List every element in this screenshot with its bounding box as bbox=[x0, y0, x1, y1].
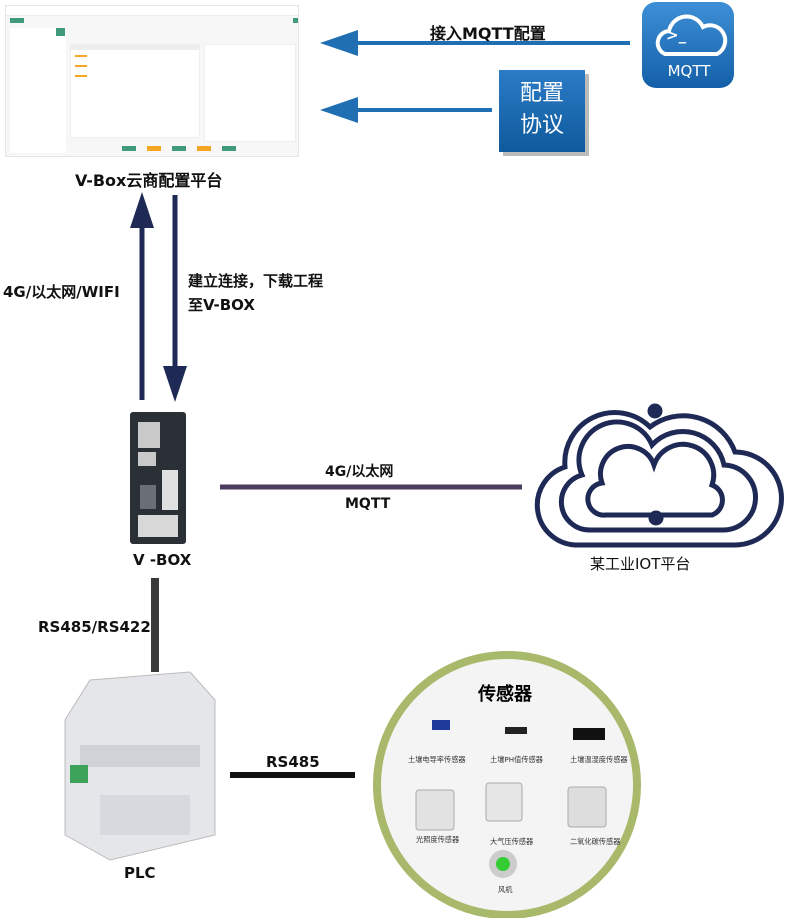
iot-link-bottom: MQTT bbox=[345, 496, 391, 512]
iot-link-top: 4G/以太网 bbox=[325, 464, 394, 480]
plc-device bbox=[64, 671, 216, 861]
plc-caption: PLC bbox=[124, 864, 156, 882]
platform-screenshot bbox=[5, 5, 299, 157]
action-button[interactable] bbox=[147, 146, 161, 151]
sidebar bbox=[10, 28, 66, 153]
download-arrow bbox=[163, 195, 187, 402]
sensor-label: 大气压传感器 bbox=[490, 838, 534, 847]
sensor-label: 风机 bbox=[498, 886, 513, 895]
rs485-label: RS485 bbox=[266, 753, 320, 771]
mqtt-app-icon bbox=[642, 2, 734, 88]
mqtt-arrow bbox=[320, 30, 630, 56]
iot-platform-caption: 某工业IOT平台 bbox=[590, 555, 691, 573]
terminal-glyph: >_ bbox=[666, 26, 687, 44]
action-button[interactable] bbox=[172, 146, 186, 151]
downlink-line1: 建立连接，下载工程 bbox=[188, 272, 324, 290]
uplink-label: 4G/以太网/WIFI bbox=[3, 283, 120, 301]
protocol-box bbox=[499, 70, 589, 156]
mqtt-icon-text: MQTT bbox=[667, 62, 711, 80]
downlink-line2: 至V-BOX bbox=[188, 296, 255, 314]
sensor-images bbox=[415, 720, 607, 878]
iot-cloud-icon bbox=[534, 403, 784, 548]
protocol-box-text: 配置 协议 bbox=[499, 78, 585, 142]
platform-caption: V-Box云商配置平台 bbox=[75, 171, 223, 190]
top-nav bbox=[6, 6, 298, 16]
action-button[interactable] bbox=[197, 146, 211, 151]
vbox-caption: V -BOX bbox=[133, 551, 192, 569]
sensors-title: 传感器 bbox=[478, 684, 532, 705]
protocol-line2: 协议 bbox=[519, 113, 564, 138]
action-button[interactable] bbox=[222, 146, 236, 151]
action-button[interactable] bbox=[122, 146, 136, 151]
sensor-label: 土壤温湿度传感器 bbox=[570, 756, 628, 765]
sensor-label: 二氧化碳传感器 bbox=[570, 838, 621, 847]
add-button[interactable] bbox=[10, 18, 24, 23]
sensor-label: 光照度传感器 bbox=[416, 836, 460, 845]
upload-arrow bbox=[130, 192, 154, 400]
protocol-list bbox=[70, 44, 200, 138]
sidebar-add-button[interactable] bbox=[56, 28, 65, 36]
search-button[interactable] bbox=[293, 18, 298, 23]
sensor-label: 土壤PH值传感器 bbox=[490, 756, 543, 765]
config-panel bbox=[204, 44, 296, 142]
vbox-device bbox=[130, 412, 186, 544]
protocol-line1: 配置 bbox=[519, 81, 564, 106]
mqtt-config-label: 接入MQTT配置 bbox=[430, 24, 546, 43]
protocol-arrow bbox=[320, 97, 492, 123]
sensor-label: 土壤电导率传感器 bbox=[408, 756, 466, 765]
serial-label: RS485/RS422 bbox=[38, 618, 151, 636]
